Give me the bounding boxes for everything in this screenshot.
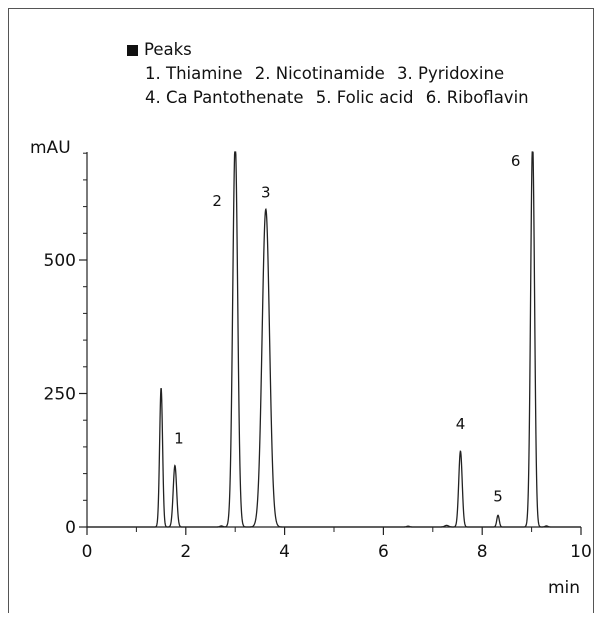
x-tick-label: 8 bbox=[477, 542, 488, 562]
legend-title-row: Peaks bbox=[127, 38, 536, 62]
x-tick-label: 10 bbox=[570, 542, 592, 562]
peak-label: 1 bbox=[174, 430, 184, 448]
legend-entry-5: 5. Folic acid bbox=[315, 88, 414, 107]
legend: Peaks 1. Thiamine 2. Nicotinamide 3. Pyr… bbox=[127, 38, 536, 110]
x-axis-label: min bbox=[548, 578, 580, 598]
chart-frame bbox=[8, 8, 594, 613]
peak-label: 5 bbox=[493, 487, 503, 505]
peak-label: 6 bbox=[511, 152, 521, 170]
x-tick-label: 4 bbox=[279, 542, 290, 562]
peak-label: 3 bbox=[261, 183, 271, 201]
legend-square-icon bbox=[127, 44, 138, 56]
legend-entry-6: 6. Riboflavin bbox=[425, 88, 529, 107]
legend-entry-2: 2. Nicotinamide bbox=[254, 64, 385, 83]
y-tick-label: 250 bbox=[44, 385, 76, 405]
legend-line-1: 1. Thiamine 2. Nicotinamide 3. Pyridoxin… bbox=[127, 62, 536, 86]
chromatogram-trace bbox=[87, 151, 581, 528]
x-tick-label: 2 bbox=[180, 542, 191, 562]
y-tick-label: 0 bbox=[65, 518, 76, 538]
legend-title: Peaks bbox=[144, 40, 192, 59]
y-tick-label: 500 bbox=[44, 251, 76, 271]
legend-line-2: 4. Ca Pantothenate 5. Folic acid 6. Ribo… bbox=[127, 86, 536, 110]
peak-label: 4 bbox=[456, 415, 466, 433]
legend-entry-3: 3. Pyridoxine bbox=[397, 64, 505, 83]
y-axis-label: mAU bbox=[30, 138, 71, 158]
legend-entry-1: 1. Thiamine bbox=[145, 64, 243, 83]
peak-label: 2 bbox=[212, 192, 222, 210]
legend-entry-4: 4. Ca Pantothenate bbox=[145, 88, 304, 107]
x-tick-label: 0 bbox=[82, 542, 93, 562]
x-tick-label: 6 bbox=[378, 542, 389, 562]
